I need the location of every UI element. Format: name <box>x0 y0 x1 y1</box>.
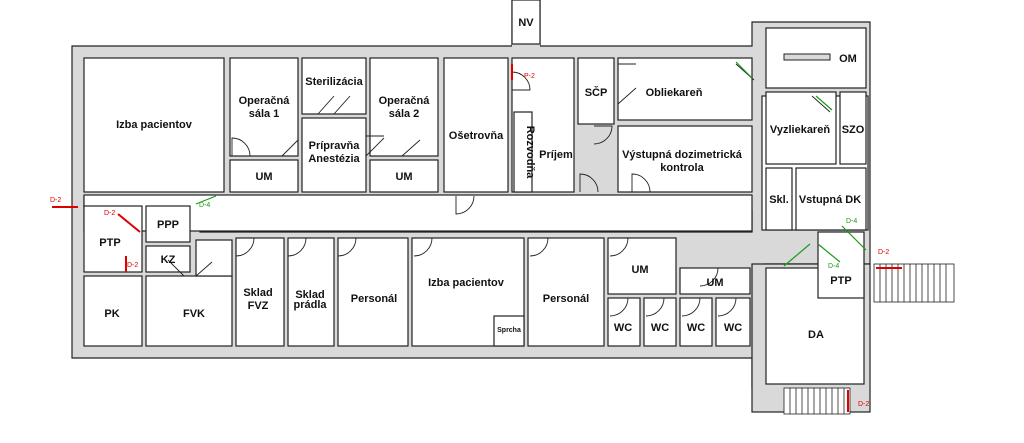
label-sklad-pradla-line2: prádla <box>293 299 327 311</box>
label-scp: SČP <box>585 86 608 99</box>
room-nv <box>511 0 541 45</box>
label-sprcha: Sprcha <box>497 327 521 334</box>
label-wc-4: WC <box>724 322 742 334</box>
tag-d4-top: D-4 <box>199 202 210 209</box>
room-um-4 <box>679 267 751 295</box>
room-vystupna-kontrola <box>617 125 753 193</box>
door-tags: D-2 D-4 D-2 D-2 P-2 D-4 D-4 D-2 D-2 <box>50 73 889 408</box>
tag-p2: P-2 <box>524 73 535 80</box>
room-vstupna-dk <box>795 167 867 231</box>
label-sterilizacia: Sterilizácia <box>305 76 363 88</box>
room-osetrovna <box>443 57 509 193</box>
room-um-3 <box>607 237 677 295</box>
label-izba-pacientov-2: Izba pacientov <box>428 277 505 289</box>
label-wc-2: WC <box>651 322 669 334</box>
label-um-2: UM <box>395 171 412 183</box>
label-fvk: FVK <box>183 308 205 320</box>
room-fvk <box>145 275 233 347</box>
label-operacna-sala-2-line1: Operačná <box>379 95 431 107</box>
stairs-bottom <box>783 387 851 415</box>
label-om: OM <box>839 53 857 65</box>
room-wc-1 <box>607 297 641 347</box>
label-vystupna-line2: kontrola <box>660 162 704 174</box>
label-pripravna-line1: Prípravňa <box>309 140 361 152</box>
label-rozvodna: Rozvodňa <box>524 126 536 179</box>
label-obliekaren: Obliekareň <box>646 87 703 99</box>
room-wc-2 <box>643 297 677 347</box>
room-wc-4 <box>715 297 751 347</box>
room-um-2 <box>369 159 439 193</box>
room-personal-2 <box>527 237 605 347</box>
door-swings <box>167 63 831 317</box>
room-sklad-fvz <box>235 237 285 347</box>
label-wc-1: WC <box>614 322 632 334</box>
room-personal-1 <box>337 237 409 347</box>
label-operacna-sala-1-line2: sála 1 <box>249 108 280 120</box>
room-sklad-pradla <box>287 237 335 347</box>
label-osetrovna: Ošetrovňa <box>449 130 504 142</box>
label-personal-1: Personál <box>351 293 397 305</box>
room-kz <box>145 245 191 273</box>
label-da: DA <box>808 329 824 341</box>
room-operacna-sala-1 <box>229 57 299 157</box>
room-operacna-sala-2 <box>369 57 439 157</box>
tag-d4-right-b: D-4 <box>828 263 839 270</box>
label-sklad-pradla-line1: Sklad <box>295 289 324 301</box>
label-sklad-fvz-line2: FVZ <box>248 300 269 312</box>
label-operacna-sala-2-line2: sála 2 <box>389 108 420 120</box>
corridor <box>83 194 753 232</box>
room-wc-3 <box>679 297 713 347</box>
label-vstupna-dk: Vstupná DK <box>799 194 861 206</box>
door-markers <box>52 61 902 412</box>
label-wc-3: WC <box>687 322 705 334</box>
label-ppp: PPP <box>157 219 179 231</box>
room-um-1 <box>229 159 299 193</box>
label-kz: KZ <box>161 254 176 266</box>
tag-d2-right: D-2 <box>878 249 889 256</box>
label-ptp-right: PTP <box>830 275 851 287</box>
tag-d2-ptp-a: D-2 <box>104 210 115 217</box>
tag-d2-left: D-2 <box>50 197 61 204</box>
label-um-3: UM <box>631 264 648 276</box>
stairs-right <box>873 263 955 303</box>
label-szo: SZO <box>842 124 865 136</box>
room-ptp-left <box>83 205 143 273</box>
room-ptp-right <box>817 231 865 299</box>
room-izba-pacientov-1 <box>83 57 225 193</box>
room-labels: Izba pacientov Operačná sála 1 Sterilizá… <box>99 17 864 341</box>
room-szo <box>839 91 867 165</box>
room-sprcha <box>493 315 525 347</box>
label-operacna-sala-1-line1: Operačná <box>239 95 291 107</box>
tag-d4-right-a: D-4 <box>846 218 857 225</box>
tag-d2-bottom: D-2 <box>858 401 869 408</box>
om-fixture <box>783 53 831 61</box>
room-obliekaren <box>617 57 753 121</box>
label-nv: NV <box>518 17 534 29</box>
tag-d2-ptp-b: D-2 <box>127 262 138 269</box>
room-skl <box>765 167 793 231</box>
room-pripravna <box>301 117 367 193</box>
label-skl: Skl. <box>769 194 789 206</box>
room-ppp <box>145 205 191 243</box>
room-fvk-upper <box>195 239 233 277</box>
label-personal-2: Personál <box>543 293 589 305</box>
room-pk <box>83 275 143 347</box>
label-um-4: UM <box>706 277 723 289</box>
label-um-1: UM <box>255 171 272 183</box>
label-pripravna-line2: Anestézia <box>308 153 360 165</box>
label-vystupna-line1: Výstupná dozimetrická <box>622 149 743 161</box>
label-ptp-left: PTP <box>99 237 120 249</box>
label-prijem: Príjem <box>539 149 573 161</box>
room-rozvodna <box>513 111 533 193</box>
label-izba-pacientov-1: Izba pacientov <box>116 119 193 131</box>
room-scp <box>577 57 615 125</box>
label-vyzliekaren: Vyzliekareň <box>770 124 830 136</box>
label-pk: PK <box>104 308 119 320</box>
label-sklad-fvz-line1: Sklad <box>243 287 272 299</box>
